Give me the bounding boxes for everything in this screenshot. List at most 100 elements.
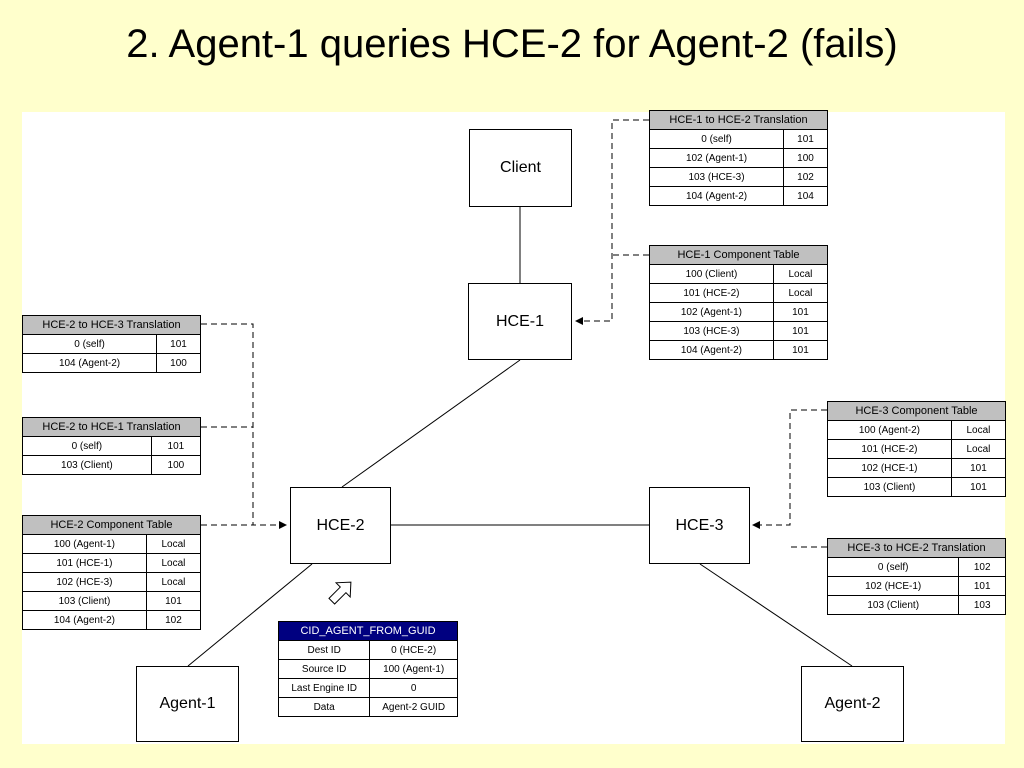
table-row: 104 (Agent-2)104: [648, 186, 828, 206]
table-row: 103 (Client)101: [22, 591, 202, 611]
table-row: 102 (HCE-3)Local: [22, 572, 202, 592]
hce2-hce3-translation-table: HCE-2 to HCE-3 Translation 0 (self)101 1…: [21, 315, 201, 373]
hce2-node[interactable]: HCE-2: [290, 487, 391, 564]
table-row: 103 (Client)103: [826, 595, 1006, 615]
table-cell: Local: [772, 264, 829, 284]
table-cell: 101: [950, 477, 1007, 497]
table-cell: 103 (Client): [22, 591, 147, 611]
table-cell: Dest ID: [277, 640, 371, 660]
hce2-hce1-translation-table: HCE-2 to HCE-1 Translation 0 (self)101 1…: [22, 417, 202, 475]
table-row: 103 (HCE-3)101: [649, 321, 829, 341]
table-cell: Local: [950, 420, 1007, 440]
table-row: 0 (self)101: [21, 334, 201, 354]
table-row: 103 (HCE-3)102: [648, 167, 828, 187]
table-cell: 102 (HCE-1): [826, 576, 960, 596]
hce3-hce2-translation-table: HCE-3 to HCE-2 Translation 0 (self)102 1…: [826, 538, 1006, 615]
table-cell: 102 (Agent-1): [649, 302, 774, 322]
message-title: CID_AGENT_FROM_GUID: [278, 621, 458, 641]
table-cell: 104 (Agent-2): [649, 340, 774, 360]
table-title: HCE-1 Component Table: [649, 245, 828, 265]
table-cell: 100 (Client): [649, 264, 774, 284]
table-cell: 101 (HCE-1): [22, 553, 147, 573]
table-cell: 101 (HCE-2): [827, 439, 952, 459]
table-row: 101 (HCE-1)Local: [22, 553, 202, 573]
table-title: HCE-2 to HCE-3 Translation: [22, 315, 201, 335]
table-cell: 103 (Client): [22, 455, 152, 475]
table-cell: 102 (HCE-1): [827, 458, 952, 478]
table-cell: 104 (Agent-2): [648, 186, 785, 206]
table-row: 100 (Agent-2)Local: [827, 420, 1007, 440]
table-cell: 101 (HCE-2): [649, 283, 774, 303]
table-cell: 101: [950, 458, 1007, 478]
table-cell: 101: [150, 436, 202, 456]
agent2-node[interactable]: Agent-2: [801, 666, 904, 742]
table-cell: 0 (self): [21, 334, 158, 354]
table-cell: 101: [783, 129, 828, 149]
agent1-node[interactable]: Agent-1: [136, 666, 239, 742]
hce1-node[interactable]: HCE-1: [468, 283, 572, 360]
table-row: 100 (Client)Local: [649, 264, 829, 284]
table-cell: 102: [958, 557, 1006, 577]
table-title: HCE-3 Component Table: [827, 401, 1006, 421]
client-node[interactable]: Client: [469, 129, 572, 207]
table-title: HCE-3 to HCE-2 Translation: [827, 538, 1006, 558]
hce3-node[interactable]: HCE-3: [649, 487, 750, 564]
table-cell: Local: [145, 553, 202, 573]
table-cell: Agent-2 GUID: [369, 697, 458, 717]
table-cell: Local: [145, 572, 202, 592]
table-cell: 100: [783, 148, 828, 168]
link-hce1-hce2: [341, 359, 521, 488]
table-row: 104 (Agent-2)101: [649, 340, 829, 360]
table-cell: 104 (Agent-2): [22, 610, 147, 630]
table-row: 0 (self)101: [648, 129, 828, 149]
table-cell: 104: [783, 186, 828, 206]
table-cell: Local: [772, 283, 829, 303]
table-row: 102 (Agent-1)100: [648, 148, 828, 168]
table-cell: 0 (self): [648, 129, 785, 149]
table-cell: 100 (Agent-1): [22, 534, 147, 554]
hce1-hce2-translation-table: HCE-1 to HCE-2 Translation 0 (self)101 1…: [648, 110, 828, 206]
table-cell: 100 (Agent-1): [369, 659, 458, 679]
table-cell: 104 (Agent-2): [21, 353, 158, 373]
table-cell: 103: [958, 595, 1006, 615]
table-title: HCE-2 Component Table: [22, 515, 201, 535]
table-title: HCE-1 to HCE-2 Translation: [649, 110, 828, 130]
link-hce2-agent1: [187, 563, 313, 667]
table-cell: 103 (HCE-3): [648, 167, 785, 187]
table-cell: Data: [277, 697, 371, 717]
table-row: 103 (Client)101: [827, 477, 1007, 497]
table-cell: 0 (self): [22, 436, 152, 456]
table-title: HCE-2 to HCE-1 Translation: [22, 417, 201, 437]
dash-hce3-component: [752, 409, 827, 529]
table-cell: 102 (HCE-3): [22, 572, 147, 592]
table-row: 100 (Agent-1)Local: [22, 534, 202, 554]
table-cell: 0 (self): [826, 557, 960, 577]
table-row: 102 (HCE-1)101: [826, 576, 1006, 596]
table-row: 103 (Client)100: [22, 455, 202, 475]
hce1-component-table: HCE-1 Component Table 100 (Client)Local …: [649, 245, 829, 360]
hce3-component-table: HCE-3 Component Table 100 (Agent-2)Local…: [827, 401, 1007, 497]
table-cell: 102: [145, 610, 202, 630]
link-hce3-agent2: [699, 563, 853, 667]
table-row: 104 (Agent-2)102: [22, 610, 202, 630]
table-cell: 101: [156, 334, 201, 354]
table-cell: 100 (Agent-2): [827, 420, 952, 440]
table-cell: 102 (Agent-1): [648, 148, 785, 168]
table-cell: 101: [958, 576, 1006, 596]
table-row: 102 (HCE-1)101: [827, 458, 1007, 478]
table-cell: 100: [150, 455, 202, 475]
table-cell: Local: [145, 534, 202, 554]
table-row: 0 (self)102: [826, 557, 1006, 577]
table-cell: 0 (HCE-2): [369, 640, 458, 660]
table-cell: 102: [783, 167, 828, 187]
table-row: 104 (Agent-2)100: [21, 353, 201, 373]
table-cell: 101: [772, 302, 829, 322]
table-cell: 100: [156, 353, 201, 373]
hollow-arrow-icon: [328, 581, 352, 605]
table-cell: 101: [145, 591, 202, 611]
table-cell: 103 (HCE-3): [649, 321, 774, 341]
table-row: 102 (Agent-1)101: [649, 302, 829, 322]
